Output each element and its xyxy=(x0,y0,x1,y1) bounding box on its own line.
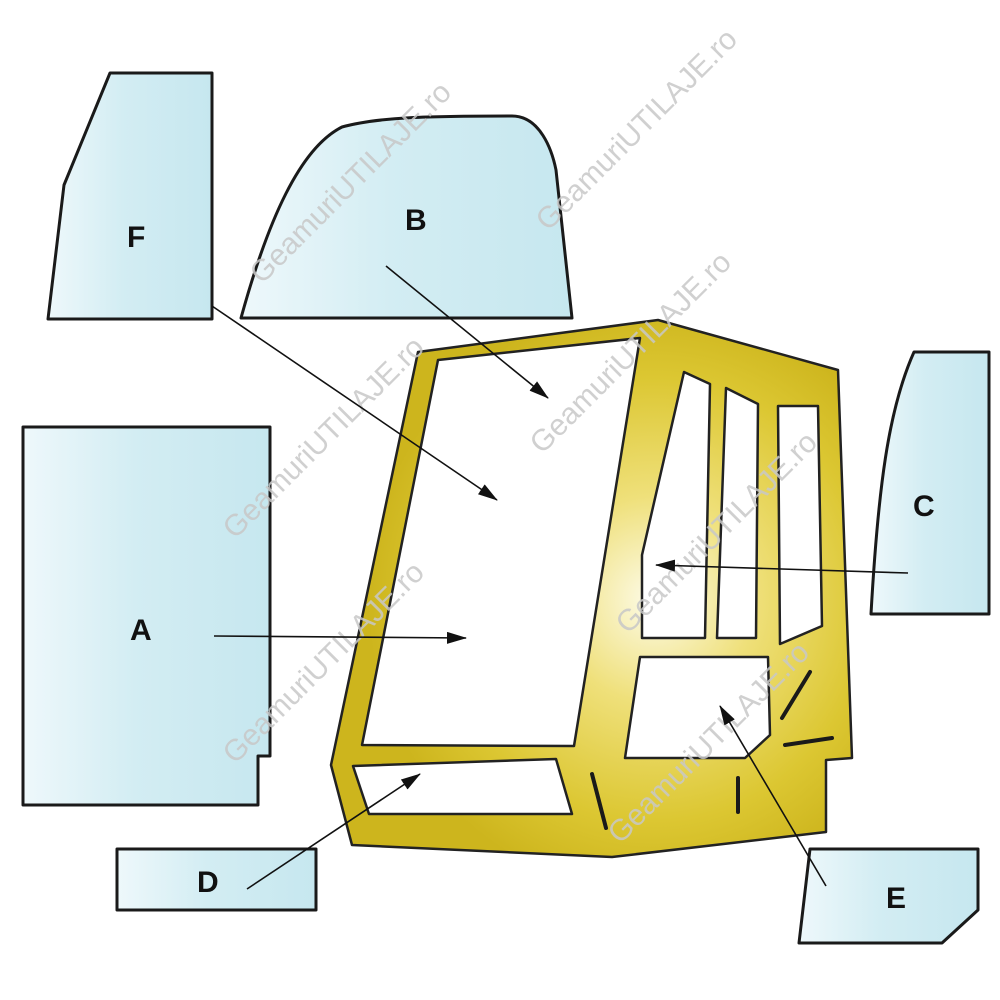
watermark: GeamuriUTILAJE.ro xyxy=(530,23,744,237)
side-window-2 xyxy=(715,386,760,640)
pointer-arrows xyxy=(211,265,909,890)
arrow-b xyxy=(385,265,549,399)
glass-panel-a xyxy=(21,425,272,807)
frame-detail-1 xyxy=(590,772,608,830)
label-b: B xyxy=(405,204,427,237)
frame-detail-4 xyxy=(783,736,834,747)
side-window-3 xyxy=(776,404,824,646)
arrow-a xyxy=(213,631,467,644)
arrow-e xyxy=(719,705,827,887)
lower-front-opening xyxy=(351,757,574,816)
arrow-f xyxy=(211,305,498,501)
frame-detail-3 xyxy=(780,670,812,720)
arrow-c xyxy=(655,559,909,574)
part-labels: F B A C D E xyxy=(127,204,935,915)
label-a: A xyxy=(130,614,152,647)
label-c: C xyxy=(913,490,935,523)
glass-panel-c xyxy=(869,350,991,616)
label-f: F xyxy=(127,221,145,254)
arrow-d xyxy=(246,773,421,890)
glass-panel-e xyxy=(797,847,980,945)
lower-side-opening xyxy=(623,655,772,760)
label-e: E xyxy=(886,882,906,915)
glass-panel-f xyxy=(46,71,214,321)
label-d: D xyxy=(197,866,219,899)
cab-frame xyxy=(329,318,854,859)
glass-panel-d xyxy=(115,847,318,912)
glass-panel-b xyxy=(239,114,574,320)
windshield-opening xyxy=(360,336,642,748)
